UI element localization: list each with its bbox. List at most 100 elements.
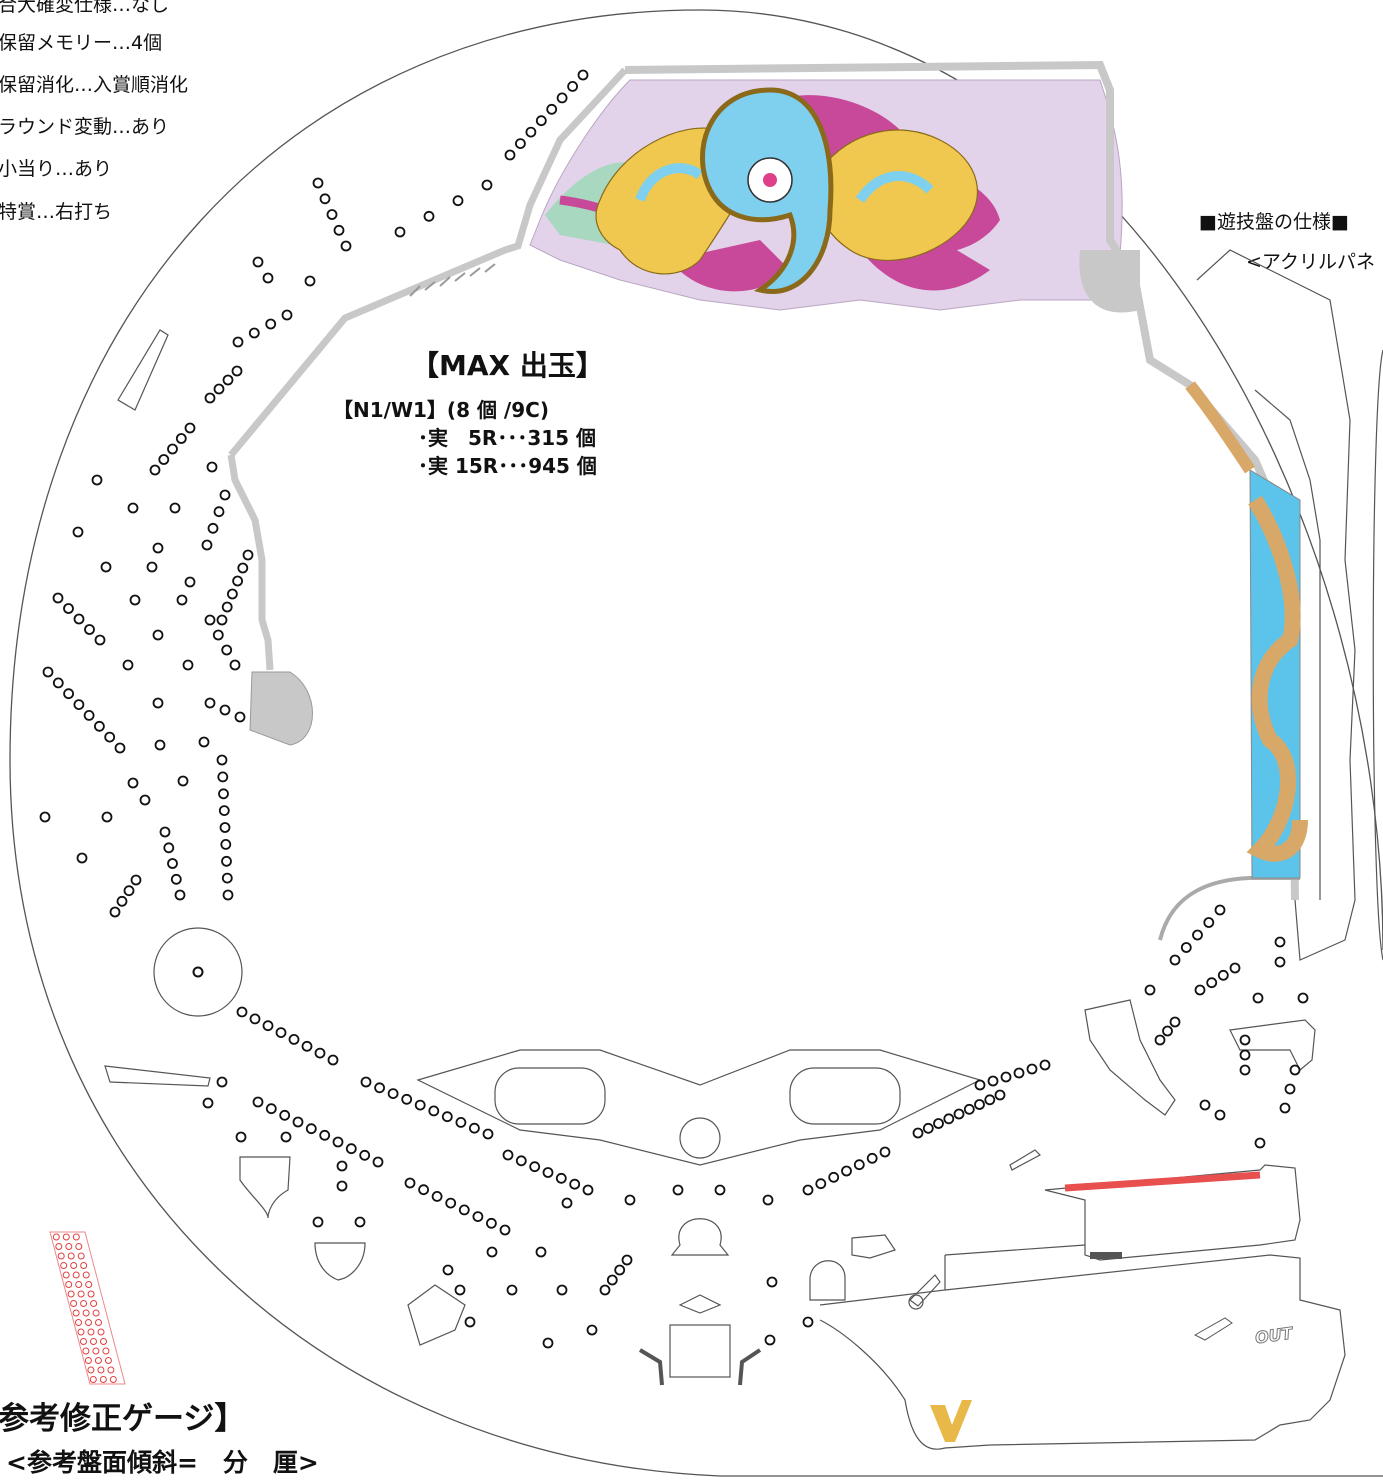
nail-pin (336, 1160, 348, 1172)
gauge-dot (107, 1366, 115, 1374)
right-small-plate (1193, 1317, 1233, 1341)
nail-pin (333, 224, 345, 236)
nail-pin (1169, 954, 1181, 966)
nail-pin (401, 1093, 413, 1105)
nail-pin (374, 1082, 386, 1094)
nail-pin (207, 522, 219, 534)
nail-pin (1217, 969, 1229, 981)
nail-pin (387, 1088, 399, 1099)
center-shelf (416, 1049, 982, 1166)
nail-pin (499, 1224, 511, 1236)
nail-pin (219, 822, 231, 833)
gauge-dot (67, 1252, 75, 1260)
nail-pin (582, 1184, 594, 1196)
gauge-dot (65, 1243, 73, 1250)
nail-pin (100, 561, 112, 573)
nail-pin (116, 895, 128, 907)
gauge-dot (85, 1319, 92, 1326)
nail-pin (943, 1113, 955, 1125)
nail-pin (229, 659, 241, 671)
nail-pin (486, 1246, 498, 1258)
board-spec-title: ■遊技盤の仕様■ (1199, 211, 1349, 233)
nail-pin (994, 1089, 1006, 1101)
left-rail-bumper (249, 671, 313, 746)
attacker-frame (1044, 1164, 1301, 1261)
gauge-dot (90, 1300, 98, 1307)
nail-pin (252, 1096, 264, 1108)
gauge-dot (89, 1376, 97, 1383)
gauge-dot (72, 1271, 80, 1279)
nail-pin (1039, 1059, 1051, 1071)
nail-pin (213, 506, 225, 518)
lower-right-lever (909, 1274, 941, 1307)
nail-pin (232, 575, 244, 587)
nail-pin (458, 1204, 470, 1216)
nail-pin (91, 474, 103, 486)
left-lane-piece (117, 329, 169, 411)
nail-pin (485, 1217, 497, 1229)
gauge-dot (70, 1300, 78, 1307)
nail-pin (1214, 1109, 1226, 1121)
nail-pin (73, 613, 85, 625)
spec-line-small-hit: 小当り…あり (0, 158, 113, 180)
nail-pin (624, 1194, 636, 1206)
nail-pin (1026, 1063, 1038, 1075)
nail-pin (167, 443, 178, 455)
nail-pin (202, 1097, 214, 1109)
nail-pin (953, 1108, 965, 1120)
nail-pin (292, 1116, 304, 1128)
nail-pin (535, 115, 547, 127)
out-channel (819, 1319, 991, 1450)
nail-pin (182, 659, 194, 671)
nail-pin (802, 1316, 814, 1328)
gauge-dot (87, 1290, 95, 1298)
nail-pin (236, 1006, 248, 1018)
nail-pin (1254, 1137, 1266, 1149)
nail-pin (359, 1149, 371, 1161)
nail-pins (39, 69, 1309, 1349)
nail-pin (72, 526, 84, 538)
nail-pin (974, 1099, 985, 1110)
nail-pin (1239, 1034, 1251, 1046)
nail-pin (1229, 962, 1241, 974)
nail-pin (1274, 956, 1286, 968)
max-out-line-5r: ･実 5R･･･315 個 (418, 426, 597, 450)
nail-pin (1013, 1067, 1025, 1079)
nail-pin (201, 539, 213, 551)
gauge-dot (82, 1347, 90, 1355)
nail-pin (561, 1197, 573, 1209)
shelf-pocket-left (494, 1067, 606, 1125)
nail-pin (815, 1178, 827, 1190)
nail-pin (204, 392, 216, 404)
nail-pin (184, 422, 196, 434)
side-decoration-tan-top (1185, 381, 1255, 474)
nail-pin (226, 588, 238, 600)
gauge-dot (65, 1281, 73, 1288)
nail-pin (515, 138, 526, 150)
nail-pin (104, 731, 116, 743)
gauge-dot (77, 1328, 85, 1336)
gauge-dot (109, 1376, 117, 1383)
nail-pin (452, 195, 464, 207)
nail-pin (262, 272, 274, 284)
nail-pin (279, 1109, 291, 1121)
nail-pin (231, 365, 243, 377)
gauge-dot (62, 1271, 70, 1279)
nail-pin (1279, 1102, 1291, 1114)
nail-pin (312, 177, 324, 189)
nail-pin (360, 1076, 372, 1088)
nail-pin (63, 688, 74, 700)
gauge-dot (77, 1290, 85, 1298)
nail-pin (535, 1246, 547, 1258)
nail-pin (515, 1155, 527, 1167)
spec-line-kakuhen: 合大確変仕様…なし (0, 0, 170, 16)
nail-pin (879, 1146, 891, 1158)
gauge-title: 参考修正ゲージ】 (0, 1401, 246, 1437)
nail-pin (176, 594, 188, 606)
nail-pin (502, 1149, 514, 1161)
nail-pin (152, 697, 164, 709)
bottom-center-pocket (669, 1324, 731, 1378)
nail-pin (1154, 1034, 1166, 1046)
right-side-block (1084, 999, 1176, 1116)
nail-pin (428, 1105, 440, 1117)
